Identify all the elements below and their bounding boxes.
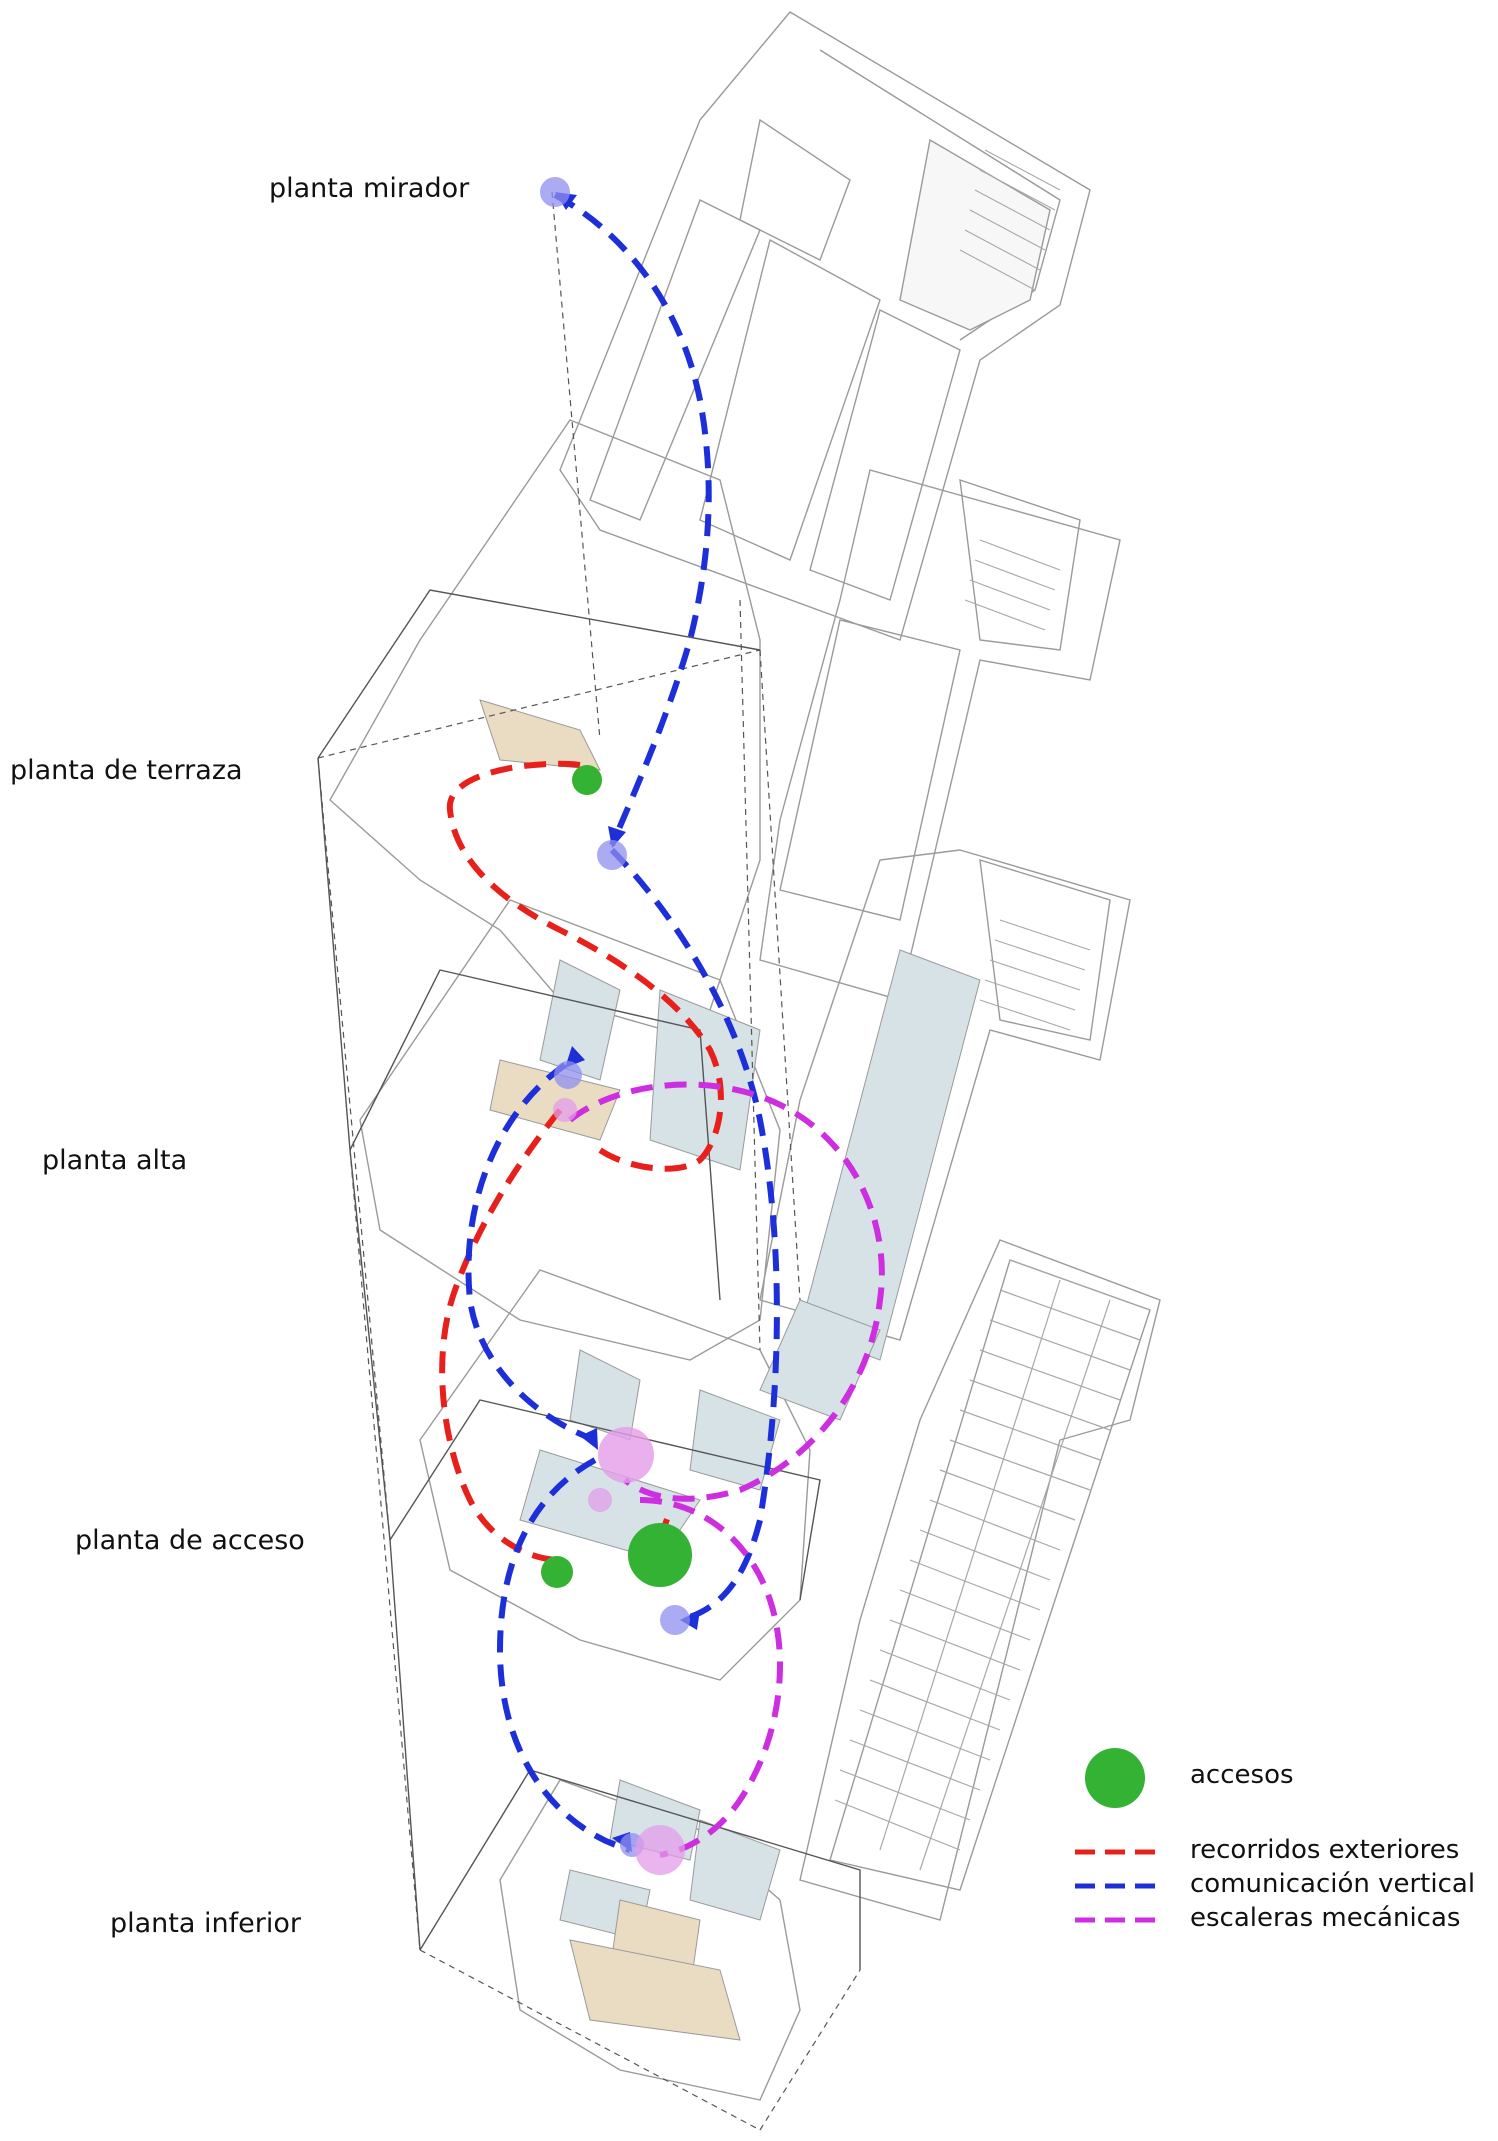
red-path-terraza-loop [446, 760, 724, 1172]
arrow-head-acceso [580, 1428, 598, 1450]
zone-fills [479, 699, 981, 2041]
magenta-path-alta-acceso [568, 1081, 885, 1502]
legend-label-escaleras: escaleras mecánicas [1190, 1903, 1461, 1933]
access-node-acceso-main [628, 1523, 692, 1587]
escalator-node-alta [553, 1098, 577, 1122]
vertical-node-alta [554, 1061, 582, 1089]
legend-accesos-swatch [1085, 1748, 1145, 1808]
parking-grid [834, 1259, 1151, 1871]
vertical-node-mirador [540, 177, 570, 207]
access-node-acceso-small [541, 1556, 573, 1588]
plan-sheet-terraza [329, 419, 1121, 1041]
legend [1075, 1748, 1160, 1923]
legend-label-comunicacion: comunicación vertical [1190, 1869, 1476, 1899]
level-boxes [317, 589, 861, 1970]
nodes [540, 177, 692, 1875]
blue-path-terraza-acceso [609, 847, 780, 1623]
level-label-acceso: planta de acceso [75, 1525, 305, 1556]
level-label-alta: planta alta [42, 1145, 188, 1176]
level-label-inferior: planta inferior [110, 1908, 301, 1939]
magenta-path-acceso-inferior [639, 1497, 783, 1858]
plan-sheet-mirador [559, 11, 1091, 641]
vertical-node-acceso [660, 1605, 690, 1635]
access-node-terraza [572, 765, 602, 795]
vertical-node-terraza [597, 840, 627, 870]
level-label-mirador: planta mirador [269, 173, 470, 204]
red-path-alta-descent [439, 1108, 563, 1563]
escalator-node-inferior [635, 1825, 685, 1875]
blue-path-alta-acceso [465, 1062, 597, 1443]
escalator-node-acceso-small [588, 1488, 612, 1512]
blue-path-mirador-terraza [553, 192, 712, 847]
blue-path-acceso-inferior [496, 1457, 631, 1853]
upper-parking-grids [959, 149, 1091, 1031]
legend-label-accesos: accesos [1190, 1760, 1294, 1790]
legend-label-recorridos: recorridos exteriores [1190, 1835, 1460, 1865]
wireframe-box [317, 191, 861, 2131]
escalator-node-acceso [598, 1427, 654, 1483]
comunicacion-vertical-paths [465, 192, 780, 1853]
escaleras-mecanicas-paths [568, 1081, 885, 1858]
recorridos-exteriores-paths [439, 760, 724, 1563]
level-label-terraza: planta de terraza [10, 755, 243, 786]
